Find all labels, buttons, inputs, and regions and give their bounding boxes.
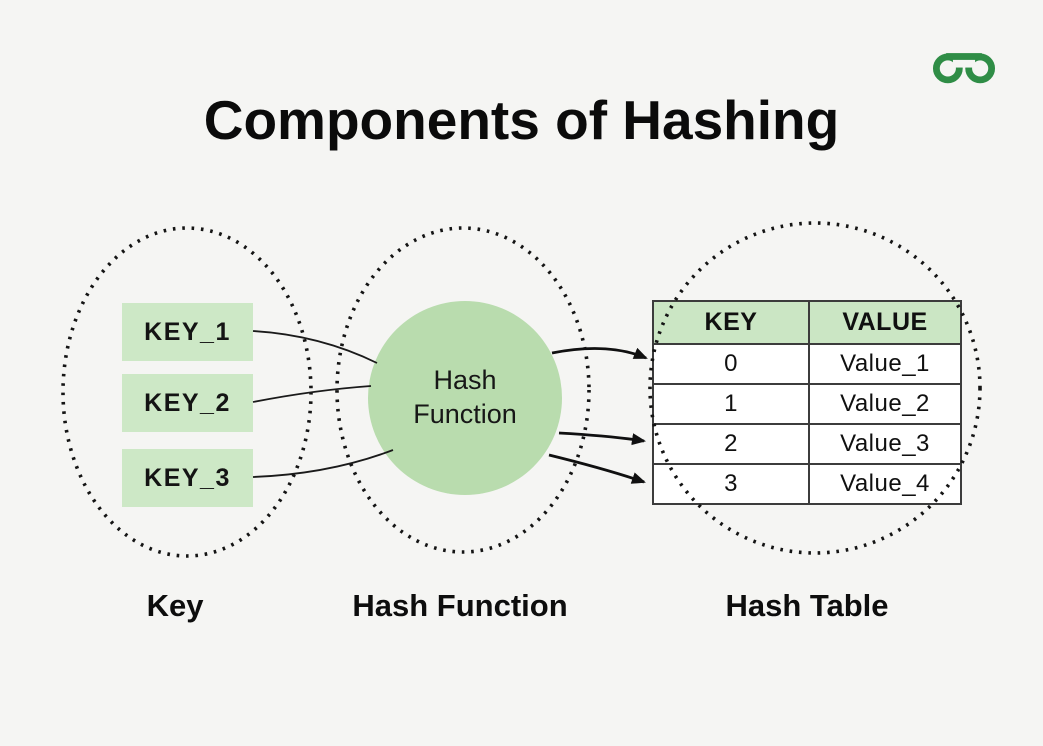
arrow-to-row-0	[551, 347, 648, 360]
table-cell-key: 3	[652, 463, 810, 505]
table-cell-key: 2	[652, 423, 810, 465]
connector-key1	[252, 330, 378, 364]
key-box-3: KEY_3	[122, 449, 253, 507]
table-cell-value: Value_3	[808, 423, 962, 465]
table-cell-key: 0	[652, 343, 810, 385]
arrow-to-row-2	[558, 431, 646, 446]
table-cell-key: 1	[652, 383, 810, 425]
hash-function-circle-label: Hash Function	[413, 365, 517, 429]
caption-key: Key	[146, 588, 204, 623]
arrow-to-row-3	[548, 453, 646, 484]
table-cell-value: Value_1	[808, 343, 962, 385]
table-row: 0 Value_1	[652, 343, 962, 385]
connector-key3	[252, 449, 394, 478]
caption-hash-function: Hash Function	[352, 588, 568, 623]
hash-table: KEY VALUE 0 Value_1 1 Value_2 2 Value_3 …	[652, 300, 962, 505]
page-title: Components of Hashing	[203, 89, 840, 151]
table-row: 1 Value_2	[652, 383, 962, 425]
table-cell-value: Value_4	[808, 463, 962, 505]
hash-table-header-row: KEY VALUE	[652, 300, 962, 345]
table-cell-value: Value_2	[808, 383, 962, 425]
caption-hash-table: Hash Table	[725, 588, 889, 623]
hash-function-circle: Hash Function	[368, 301, 562, 495]
key-box-2: KEY_2	[122, 374, 253, 432]
geeksforgeeks-logo-icon	[932, 53, 996, 84]
connector-key2	[252, 385, 372, 403]
key-box-1: KEY_1	[122, 303, 253, 361]
table-row: 3 Value_4	[652, 463, 962, 505]
table-row: 2 Value_3	[652, 423, 962, 465]
hash-table-header-value: VALUE	[808, 300, 962, 345]
hash-table-header-key: KEY	[652, 300, 810, 345]
